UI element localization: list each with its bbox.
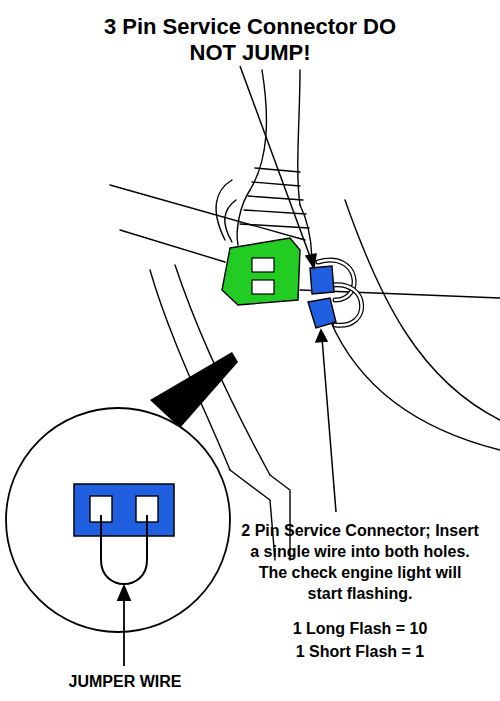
arrow-head	[306, 254, 316, 268]
wire-bundle	[216, 180, 232, 240]
flash-code: 1 Long Flash = 10	[240, 618, 480, 639]
panel-edge	[345, 200, 500, 420]
jumper-arrow	[118, 586, 130, 666]
inset-connector	[74, 484, 174, 584]
leader-line	[322, 338, 336, 512]
two-pin-connector	[308, 266, 336, 328]
three-pin-connector	[222, 238, 300, 305]
wire-loop	[332, 285, 362, 326]
arrow-head	[316, 330, 327, 342]
wire-bundle	[237, 190, 250, 245]
leader-lines	[240, 66, 336, 512]
wire-bundle	[298, 70, 300, 205]
jumper-wire	[101, 515, 147, 584]
panel-edge	[330, 320, 500, 450]
tape-wrap	[240, 168, 309, 228]
part-label: JUMPER WIRE	[20, 672, 230, 692]
instruction-note: 2 Pin Service Connector; Insert a single…	[240, 520, 480, 604]
inset-circle	[6, 408, 230, 632]
wire-loop	[332, 285, 362, 326]
panel-line	[120, 230, 225, 262]
wire-bundle	[225, 200, 236, 242]
title: 3 Pin Service Connector DO NOT JUMP!	[95, 14, 405, 66]
leader-line	[240, 66, 312, 262]
flash-code: 1 Short Flash = 1	[240, 641, 480, 662]
